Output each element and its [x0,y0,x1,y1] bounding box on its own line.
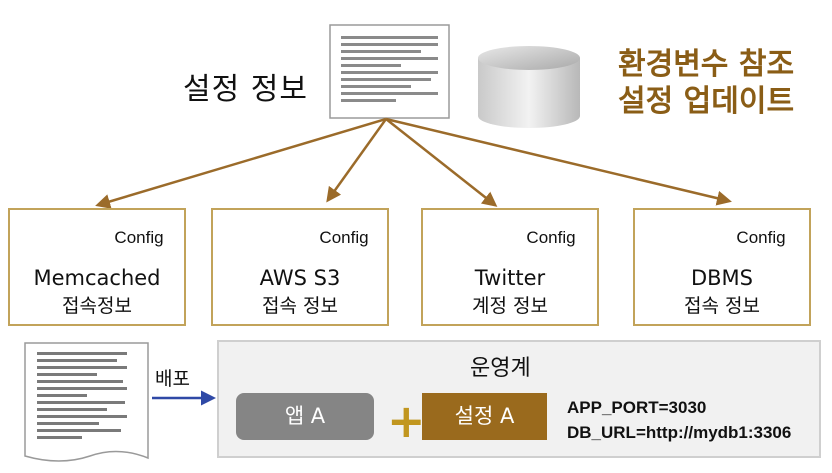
settings-info-label: 설정 정보 [183,72,308,107]
target-box-memcached: Memcached 접속정보 [8,208,186,326]
arrow-to-memcached [95,117,387,209]
config-label: Config [114,228,164,247]
config-label: Config [319,228,369,247]
arrow-to-twitter [385,118,498,207]
arrow-to-aws-s3 [326,118,388,203]
env-var-app-port: APP_PORT=3030 [567,398,707,417]
env-title: 환경변수 참조 설정 업데이트 [618,46,794,120]
target-name: AWS S3 [259,266,341,290]
target-sub: 계정 정보 [472,295,548,317]
app-a-block: 앱 A [236,393,374,440]
target-sub: 접속정보 [62,295,132,317]
target-name: DBMS [690,266,754,290]
config-label: Config [736,228,786,247]
deploy-label: 배포 [155,368,190,390]
plus-icon: + [387,394,426,448]
deploy-document-icon [24,342,149,462]
distribution-arrows [95,117,732,209]
ops-title: 운영계 [470,356,531,381]
target-box-dbms: DBMS 접속 정보 [633,208,811,326]
target-name: Memcached [33,266,161,290]
target-box-twitter: Twitter 계정 정보 [421,208,599,326]
target-sub: 접속 정보 [262,295,338,317]
target-box-aws-s3: AWS S3 접속 정보 [211,208,389,326]
target-sub: 접속 정보 [684,295,760,317]
settings-a-block: 설정 A [422,393,547,440]
document-icon [329,24,450,119]
arrow-to-dbms [385,117,732,206]
env-var-db-url: DB_URL=http://mydb1:3306 [567,423,792,442]
env-title-line1: 환경변수 참조 [618,47,795,82]
target-name: Twitter [474,266,546,290]
env-title-line2: 설정 업데이트 [618,84,795,119]
database-icon [478,46,580,128]
config-label: Config [526,228,576,247]
